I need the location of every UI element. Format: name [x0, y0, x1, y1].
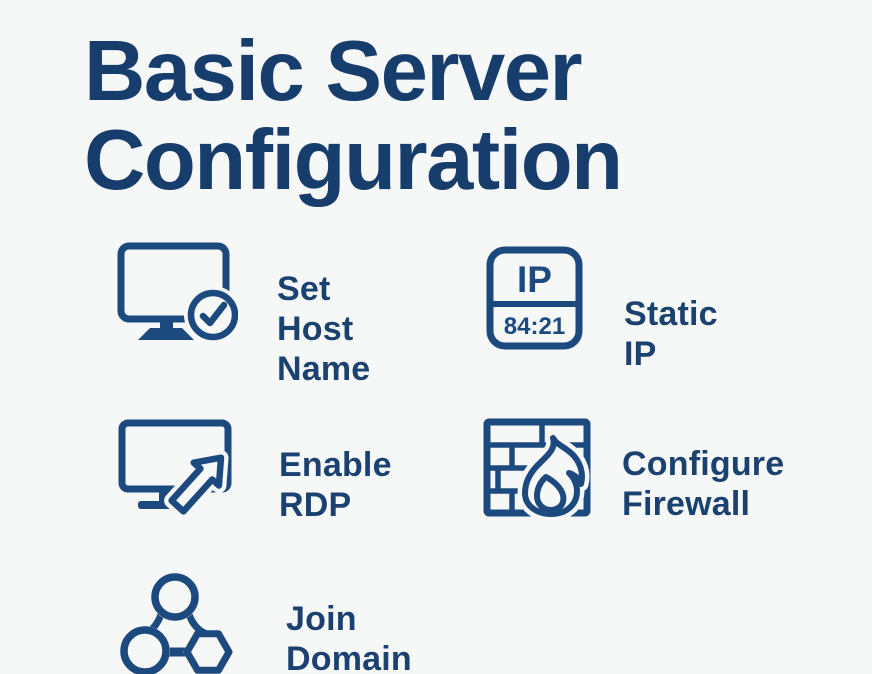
monitor-check-icon — [116, 241, 238, 349]
ip-icon-top-text: IP — [517, 259, 552, 300]
page-title: Basic Server Configuration — [84, 24, 623, 208]
page-title-line-2: Configuration — [84, 113, 623, 208]
item-label-enable-rdp: Enable RDP — [279, 446, 392, 524]
item-label-set-host-name: Set Host Name — [277, 270, 371, 388]
firewall-brick-flame-icon — [482, 417, 592, 518]
ip-icon-bottom-text: 84:21 — [504, 313, 565, 340]
page-title-line-1: Basic Server — [84, 24, 583, 119]
ip-address-box-icon: IP 84:21 — [486, 246, 583, 350]
network-nodes-icon — [120, 572, 234, 674]
monitor-remote-arrow-icon — [114, 416, 236, 522]
item-label-join-domain: Join Domain — [286, 600, 412, 674]
item-label-static-ip: Static IP — [624, 295, 718, 373]
item-label-configure-firewall: Configure Firewall — [622, 445, 785, 523]
